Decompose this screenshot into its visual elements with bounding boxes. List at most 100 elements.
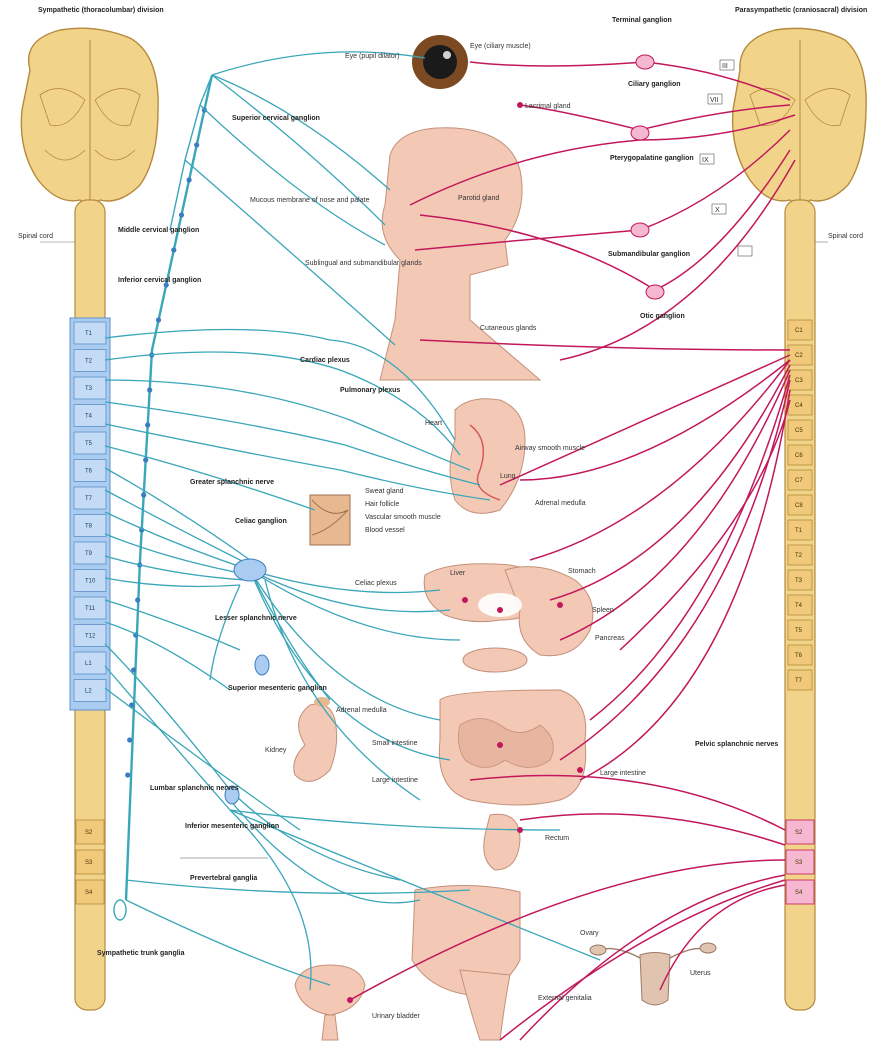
left-segment-label: L2 bbox=[85, 689, 92, 695]
label-large-intestine: Large intestine bbox=[372, 777, 418, 784]
label-adrenal: Adrenal medulla bbox=[336, 707, 387, 714]
left-sacral-segment-label: S4 bbox=[85, 890, 93, 896]
left-segment-label: T1 bbox=[85, 331, 93, 337]
label-genitals: External genitalia bbox=[538, 995, 592, 1002]
label-blood-vessel: Blood vessel bbox=[365, 527, 405, 534]
right-segment-label: C4 bbox=[795, 403, 803, 409]
cn-vii-tag: VII bbox=[710, 97, 719, 104]
label-bladder: Urinary bladder bbox=[372, 1013, 421, 1020]
chain-ganglion bbox=[125, 772, 130, 777]
right-segment-label: C8 bbox=[795, 503, 803, 509]
left-segment-label: T7 bbox=[85, 496, 93, 502]
left-segment-label: T12 bbox=[85, 634, 96, 640]
label-lesser-splanchnic: Lesser splanchnic nerve bbox=[215, 615, 297, 622]
label-kidney: Kidney bbox=[265, 747, 287, 754]
left-segment-label: T8 bbox=[85, 524, 93, 530]
right-segment-label: C6 bbox=[795, 453, 803, 459]
label-inferior-cervical: Inferior cervical ganglion bbox=[118, 277, 201, 284]
label-adrenal-node: Adrenal medulla bbox=[535, 500, 586, 507]
left-segment-label: T9 bbox=[85, 551, 93, 557]
right-segment-label: C3 bbox=[795, 378, 803, 384]
label-sympathetic-trunk: Sympathetic trunk ganglia bbox=[97, 950, 185, 957]
label-descending-colon: Large intestine bbox=[600, 770, 646, 777]
chain-ganglion bbox=[141, 492, 146, 497]
label-liver: Liver bbox=[450, 570, 466, 577]
label-cutaneous: Cutaneous glands bbox=[480, 325, 537, 332]
label-stomach: Stomach bbox=[568, 568, 596, 575]
label-pulmonary-plexus: Pulmonary plexus bbox=[340, 387, 400, 394]
right-segment-label: C7 bbox=[795, 478, 803, 484]
right-segment-label: T4 bbox=[795, 603, 803, 609]
left-sacral-segment-label: S2 bbox=[85, 830, 93, 836]
ganglion-impar bbox=[114, 900, 126, 920]
right-segment-label: C1 bbox=[795, 328, 803, 334]
sympathetic-fibers bbox=[105, 52, 600, 990]
chain-ganglion bbox=[156, 317, 161, 322]
label-eye-dilator: Eye (pupil dilator) bbox=[345, 53, 399, 60]
label-lung: Lung bbox=[500, 473, 516, 480]
label-pancreas: Pancreas bbox=[595, 635, 625, 642]
right-segment-label: T5 bbox=[795, 628, 803, 634]
rectum bbox=[484, 814, 520, 870]
chain-ganglion bbox=[135, 597, 140, 602]
right-segment-label: T3 bbox=[795, 578, 803, 584]
cn-iii-tag: III bbox=[722, 63, 728, 70]
left-sacral-segment-label: S3 bbox=[85, 860, 93, 866]
urinary-bladder bbox=[295, 965, 365, 1015]
chain-ganglion bbox=[145, 422, 150, 427]
right-segment-label: T7 bbox=[795, 678, 803, 684]
label-submandibular-ganglion: Submandibular ganglion bbox=[608, 251, 690, 258]
chain-ganglion bbox=[194, 142, 199, 147]
label-sup-mesenteric: Superior mesenteric ganglion bbox=[228, 685, 327, 692]
skin-sample bbox=[310, 495, 350, 545]
label-ciliary-ganglion: Ciliary ganglion bbox=[628, 81, 681, 88]
right-segment-label: T1 bbox=[795, 528, 803, 534]
label-eye-ciliary: Eye (ciliary muscle) bbox=[470, 43, 531, 50]
pancreas bbox=[463, 648, 527, 672]
left-segment-label: T10 bbox=[85, 579, 96, 585]
chain-ganglion bbox=[127, 737, 132, 742]
right-spinal-cord-label: Spinal cord bbox=[828, 233, 863, 240]
label-celiac-ganglion: Celiac ganglion bbox=[235, 518, 287, 525]
label-otic-ganglion: Otic ganglion bbox=[640, 313, 685, 320]
label-mucous: Mucous membrane of nose and palate bbox=[250, 197, 370, 204]
right-sacral-segment-label: S3 bbox=[795, 860, 803, 866]
label-pelvic-splanchnic: Pelvic splanchnic nerves bbox=[695, 741, 778, 748]
left-labels: Superior cervical ganglion Middle cervic… bbox=[97, 115, 327, 957]
right-division-title: Parasympathetic (craniosacral) division bbox=[735, 7, 867, 14]
label-ovary: Ovary bbox=[580, 930, 599, 937]
right-sacral-segment-label: S2 bbox=[795, 830, 803, 836]
chain-ganglion bbox=[187, 177, 192, 182]
label-sweat: Sweat gland bbox=[365, 488, 404, 495]
left-division-title: Sympathetic (thoracolumbar) division bbox=[38, 7, 164, 14]
label-lacrimal: Lacrimal gland bbox=[525, 103, 571, 110]
label-small-intestine: Small intestine bbox=[372, 740, 418, 747]
right-segment-label: C2 bbox=[795, 353, 803, 359]
label-superior-cervical: Superior cervical ganglion bbox=[232, 115, 320, 122]
right-brain bbox=[733, 28, 867, 205]
left-spinal-cord-label: Spinal cord bbox=[18, 233, 53, 240]
label-vascular: Vascular smooth muscle bbox=[365, 514, 441, 521]
chain-ganglion bbox=[171, 247, 176, 252]
right-sacral-segment-label: S4 bbox=[795, 890, 803, 896]
label-parotid: Parotid gland bbox=[458, 195, 499, 202]
cn-x-tag: X bbox=[715, 207, 720, 214]
left-segment-label: T3 bbox=[85, 386, 93, 392]
left-brain bbox=[21, 28, 158, 205]
label-uterus: Uterus bbox=[690, 970, 711, 977]
label-middle-cervical: Middle cervical ganglion bbox=[118, 227, 199, 234]
label-airway: Airway smooth muscle bbox=[515, 445, 585, 452]
chain-ganglion bbox=[147, 387, 152, 392]
label-cardiac-plexus: Cardiac plexus bbox=[300, 357, 350, 364]
label-submandibular: Sublingual and submandibular glands bbox=[305, 260, 422, 267]
label-celiac-plexus: Celiac plexus bbox=[355, 580, 397, 587]
label-rectum: Rectum bbox=[545, 835, 569, 842]
left-segment-label: T5 bbox=[85, 441, 93, 447]
label-pterygopalatine: Pterygopalatine ganglion bbox=[610, 155, 694, 162]
superior-mesenteric-ganglion bbox=[255, 655, 269, 675]
eye bbox=[412, 35, 468, 89]
chain-ganglion bbox=[143, 457, 148, 462]
left-segment-label: T4 bbox=[85, 414, 93, 420]
label-hair: Hair follicle bbox=[365, 501, 399, 508]
